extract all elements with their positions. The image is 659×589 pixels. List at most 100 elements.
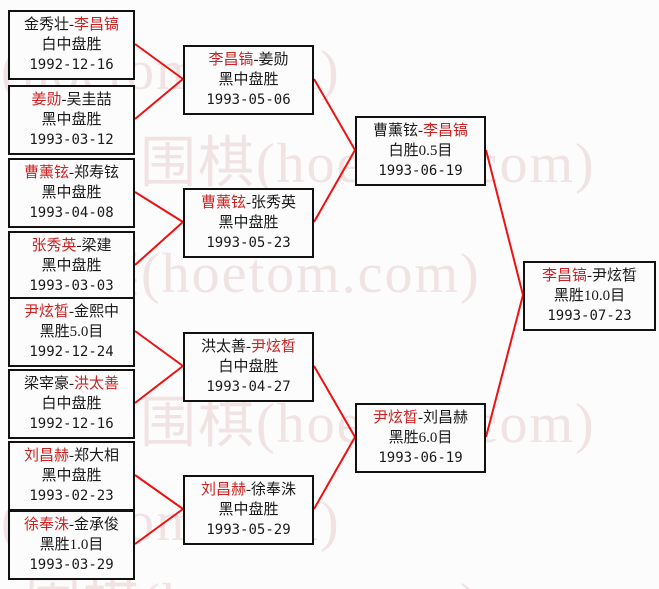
connector-line bbox=[134, 365, 184, 404]
player1-name: 梁宰豪 bbox=[23, 376, 69, 392]
player1-name: 金秀壮 bbox=[23, 17, 69, 33]
vs-separator: - bbox=[69, 376, 74, 392]
vs-separator: - bbox=[418, 123, 423, 139]
player1-name: 姜勋 bbox=[31, 92, 62, 108]
match-players: 尹炫晳-金熙中 bbox=[12, 302, 131, 322]
player1-name: 曹薰铉 bbox=[23, 165, 69, 181]
match-box-r2-m3: 洪太善-尹炫晳 白中盘胜 1993-04-27 bbox=[183, 332, 314, 402]
match-box-r1-m3: 曹薰铉-郑寿铉 黑中盘胜 1993-04-08 bbox=[8, 158, 135, 228]
match-players: 洪太善-尹炫晳 bbox=[187, 337, 310, 357]
vs-separator: - bbox=[253, 52, 259, 68]
connector-line bbox=[134, 221, 184, 266]
player2-name: 梁建 bbox=[81, 238, 112, 254]
connector-line bbox=[485, 149, 524, 296]
match-date: 1993-03-03 bbox=[29, 278, 114, 294]
match-box-r1-m6: 梁宰豪-洪太善 白中盘胜 1992-12-16 bbox=[8, 369, 135, 439]
connector-line bbox=[134, 43, 184, 80]
match-players: 金秀壮-李昌镐 bbox=[12, 15, 131, 35]
match-players: 曹薰铉-李昌镐 bbox=[359, 121, 482, 141]
match-box-r2-m1: 李昌镐-姜勋 黑中盘胜 1993-05-06 bbox=[183, 45, 314, 115]
match-result: 黑中盘胜 bbox=[218, 215, 279, 231]
watermark-text: 围棋(hoetom.com) bbox=[25, 558, 481, 589]
vs-separator: - bbox=[246, 195, 251, 211]
match-box-r1-m8: 徐奉洙-金承俊 黑胜1.0目 1993-03-29 bbox=[8, 510, 135, 580]
connector-line bbox=[485, 294, 524, 438]
player2-name: 郑大相 bbox=[74, 448, 120, 464]
match-players: 张秀英-梁建 bbox=[12, 236, 131, 256]
player2-name: 李昌镐 bbox=[423, 123, 469, 139]
match-date: 1993-03-12 bbox=[29, 132, 114, 148]
match-players: 李昌镐-尹炫晳 bbox=[527, 266, 652, 286]
match-players: 李昌镐-姜勋 bbox=[187, 50, 310, 70]
vs-separator: - bbox=[246, 482, 251, 498]
vs-separator: - bbox=[69, 17, 74, 33]
player2-name: 徐奉洙 bbox=[251, 482, 297, 498]
match-players: 刘昌赫-郑大相 bbox=[12, 446, 131, 466]
match-result: 黑胜1.0目 bbox=[39, 537, 104, 553]
match-result: 白中盘胜 bbox=[41, 396, 102, 412]
vs-separator: - bbox=[69, 304, 74, 320]
match-box-r1-m5: 尹炫晳-金熙中 黑胜5.0目 1992-12-24 bbox=[8, 297, 135, 367]
match-box-sf-m2: 尹炫晳-刘昌赫 黑胜6.0目 1993-06-19 bbox=[355, 403, 486, 473]
player1-name: 刘昌赫 bbox=[23, 448, 69, 464]
connector-line bbox=[313, 436, 356, 510]
match-result: 黑中盘胜 bbox=[41, 112, 102, 128]
match-date: 1993-02-23 bbox=[29, 488, 114, 504]
match-date: 1992-12-24 bbox=[29, 344, 114, 360]
connector-line bbox=[134, 508, 184, 545]
match-box-r2-m2: 曹薰铉-张秀英 黑中盘胜 1993-05-23 bbox=[183, 188, 314, 258]
match-players: 姜勋-吴圭喆 bbox=[12, 90, 131, 110]
connector-line bbox=[313, 149, 356, 223]
match-result: 黑中盘胜 bbox=[218, 72, 279, 88]
player1-name: 张秀英 bbox=[31, 238, 77, 254]
player1-name: 曹薰铉 bbox=[372, 123, 418, 139]
connector-line bbox=[134, 330, 184, 367]
match-date: 1993-06-19 bbox=[378, 450, 463, 466]
match-box-r1-m4: 张秀英-梁建 黑中盘胜 1993-03-03 bbox=[8, 231, 135, 301]
match-result: 白中盘胜 bbox=[218, 359, 279, 375]
player2-name: 吴圭喆 bbox=[66, 92, 112, 108]
match-result: 黑中盘胜 bbox=[41, 468, 102, 484]
vs-separator: - bbox=[69, 517, 74, 533]
vs-separator: - bbox=[69, 448, 74, 464]
connector-line bbox=[134, 474, 184, 510]
match-result: 黑胜10.0目 bbox=[553, 288, 626, 304]
match-date: 1993-04-08 bbox=[29, 205, 114, 221]
connector-line bbox=[134, 78, 184, 120]
player1-name: 曹薰铉 bbox=[200, 195, 246, 211]
player2-name: 郑寿铉 bbox=[74, 165, 120, 181]
match-result: 黑胜6.0目 bbox=[388, 430, 453, 446]
match-date: 1993-04-27 bbox=[206, 379, 291, 395]
player2-name: 姜勋 bbox=[258, 52, 289, 68]
connector-line bbox=[313, 365, 356, 438]
player1-name: 刘昌赫 bbox=[200, 482, 246, 498]
vs-separator: - bbox=[418, 410, 423, 426]
player2-name: 刘昌赫 bbox=[423, 410, 469, 426]
match-date: 1993-07-23 bbox=[547, 308, 632, 324]
match-date: 1993-05-06 bbox=[206, 92, 291, 108]
match-players: 刘昌赫-徐奉洙 bbox=[187, 480, 310, 500]
match-result: 黑中盘胜 bbox=[218, 502, 279, 518]
player2-name: 张秀英 bbox=[251, 195, 297, 211]
match-box-r1-m7: 刘昌赫-郑大相 黑中盘胜 1993-02-23 bbox=[8, 441, 135, 511]
match-players: 曹薰铉-张秀英 bbox=[187, 193, 310, 213]
match-date: 1993-05-23 bbox=[206, 235, 291, 251]
match-box-r2-m4: 刘昌赫-徐奉洙 黑中盘胜 1993-05-29 bbox=[183, 475, 314, 545]
match-result: 黑中盘胜 bbox=[41, 185, 102, 201]
match-box-sf-m1: 曹薰铉-李昌镐 白胜0.5目 1993-06-19 bbox=[355, 116, 486, 186]
player1-name: 洪太善 bbox=[200, 339, 246, 355]
match-result: 白中盘胜 bbox=[41, 37, 102, 53]
match-date: 1993-05-29 bbox=[206, 522, 291, 538]
match-players: 徐奉洙-金承俊 bbox=[12, 515, 131, 535]
match-result: 白胜0.5目 bbox=[388, 143, 453, 159]
player2-name: 李昌镐 bbox=[74, 17, 120, 33]
player1-name: 尹炫晳 bbox=[372, 410, 418, 426]
match-date: 1992-12-16 bbox=[29, 416, 114, 432]
vs-separator: - bbox=[61, 92, 67, 108]
player2-name: 尹炫晳 bbox=[251, 339, 297, 355]
player2-name: 洪太善 bbox=[74, 376, 120, 392]
player1-name: 徐奉洙 bbox=[23, 517, 69, 533]
connector-line bbox=[134, 191, 184, 223]
vs-separator: - bbox=[69, 165, 74, 181]
